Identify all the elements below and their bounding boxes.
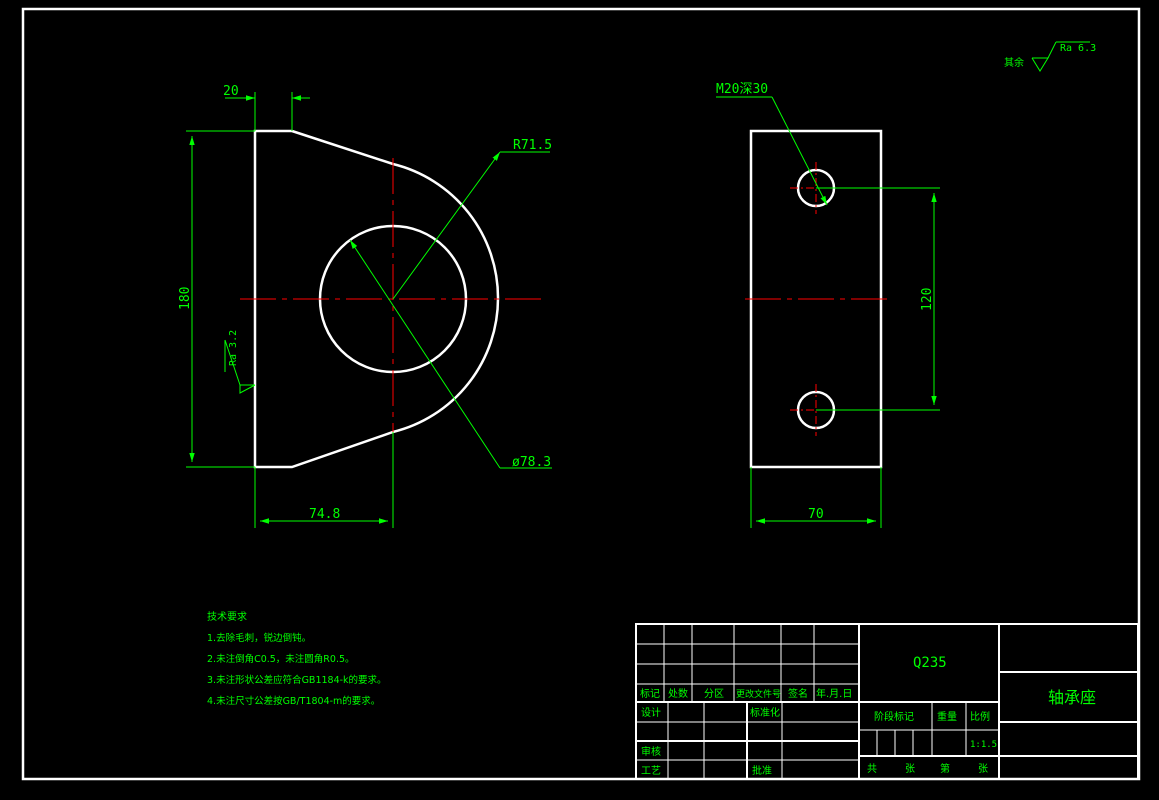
side-view	[745, 129, 888, 469]
tech-req-item: 2.未注倒角C0.5，未注圆角R0.5。	[207, 653, 355, 665]
tb-material: Q235	[913, 655, 947, 671]
dim-hole-spacing: 120	[920, 288, 935, 311]
dim-side-width: 70	[808, 507, 824, 522]
tech-req-item: 3.未注形状公差应符合GB1184-k的要求。	[207, 674, 387, 686]
tb-sheet-unit2: 张	[978, 763, 988, 775]
tech-req-item: 4.未注尺寸公差按GB/T1804-m的要求。	[207, 695, 380, 707]
tb-stage-mark: 阶段标记	[874, 710, 914, 723]
dim-radius: R71.5	[513, 138, 552, 153]
rev-header-count: 处数	[668, 687, 688, 700]
dim-height: 180	[178, 287, 193, 310]
tb-standardization: 标准化	[750, 706, 780, 719]
surface-finish-general-value: Ra 6.3	[1060, 43, 1096, 54]
surface-finish-general-prefix: 其余	[1004, 56, 1024, 69]
front-dimensions	[186, 92, 552, 528]
front-view-outline	[253, 129, 500, 469]
title-block	[635, 623, 1139, 780]
tb-review: 审核	[641, 745, 661, 758]
dim-top-width: 20	[223, 84, 239, 99]
side-dimensions	[716, 41, 1090, 528]
rev-header-zone: 分区	[704, 688, 724, 700]
tech-req-title: 技术要求	[207, 610, 247, 623]
rev-header-mark: 标记	[640, 688, 660, 700]
tech-req-item: 1.去除毛刺，锐边倒钝。	[207, 632, 311, 644]
tb-sheet-total: 共	[867, 763, 877, 775]
surface-finish-left: Ra 3.2	[228, 330, 239, 366]
hole-callout: M20深30	[716, 82, 768, 97]
drawing-border	[21, 7, 1141, 781]
front-view	[240, 129, 545, 469]
rev-header-doc: 更改文件号	[736, 688, 781, 700]
tb-approval: 批准	[752, 764, 772, 777]
tb-process: 工艺	[641, 765, 661, 777]
tb-design: 设计	[641, 706, 661, 719]
dim-bore-diameter: ø78.3	[512, 455, 551, 470]
rev-header-sign: 签名	[788, 687, 808, 700]
tb-weight: 重量	[937, 710, 957, 723]
tech-requirements: 技术要求 1.去除毛刺，锐边倒钝。 2.未注倒角C0.5，未注圆角R0.5。 3…	[207, 610, 387, 707]
rev-header-date: 年.月.日	[816, 687, 852, 700]
tb-sheet-unit1: 张	[905, 763, 915, 775]
tb-sheet-no: 第	[940, 762, 950, 775]
dim-bottom-offset: 74.8	[309, 507, 340, 522]
tb-scale-label: 比例	[970, 710, 990, 723]
tb-scale-value: 1:1.5	[970, 740, 997, 750]
tb-part-name: 轴承座	[1048, 688, 1096, 707]
